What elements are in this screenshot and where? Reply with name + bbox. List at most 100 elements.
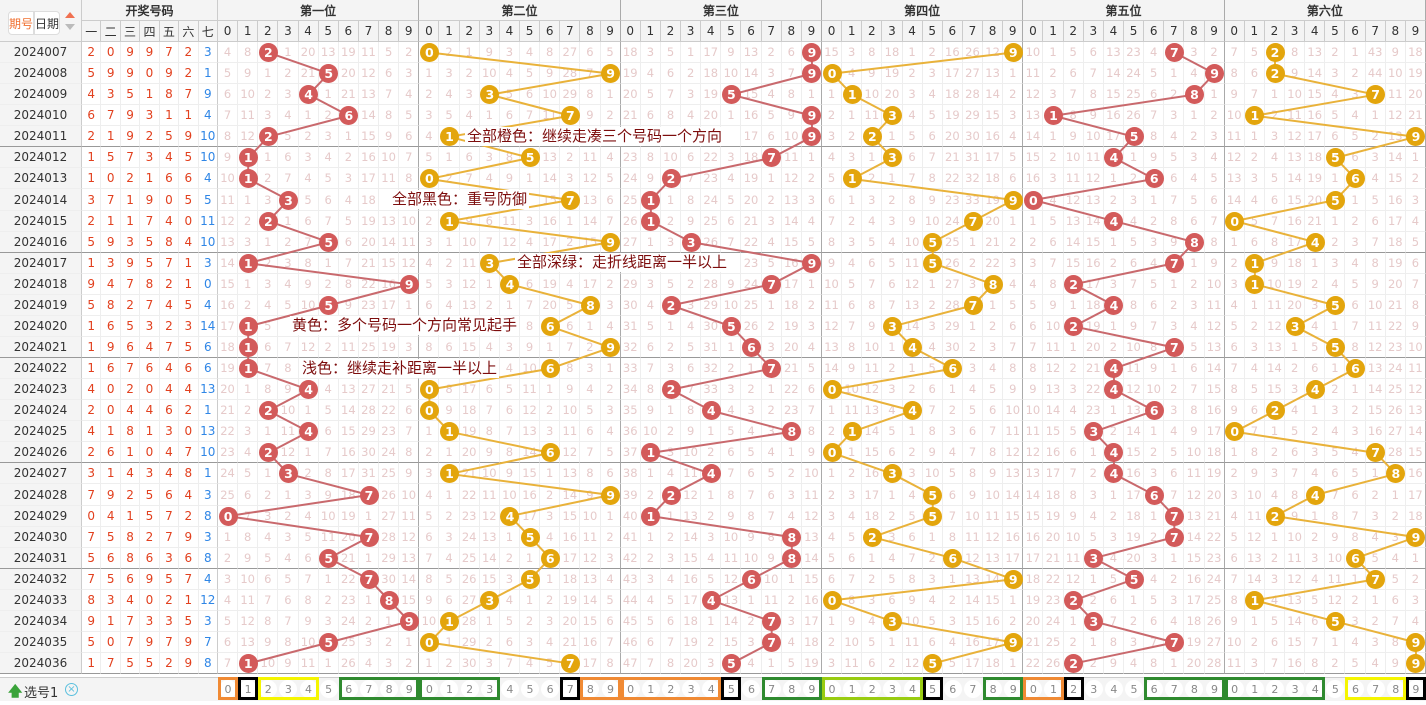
footer-group-box bbox=[1023, 677, 1064, 700]
omission-cell: 18 bbox=[942, 84, 963, 106]
hit-ball: 9 bbox=[1003, 190, 1023, 210]
omission-cell: 11 bbox=[1023, 63, 1044, 85]
hit-ball: 8 bbox=[1184, 232, 1204, 252]
omission-cell: 7 bbox=[278, 168, 299, 190]
omission-cell: 23 bbox=[620, 147, 641, 169]
hit-ball: 5 bbox=[1124, 127, 1144, 147]
hit-ball: 9 bbox=[1003, 43, 1023, 63]
trend-line-segment bbox=[1093, 536, 1175, 560]
omission-cell: 8 bbox=[640, 147, 661, 169]
omission-cell: 8 bbox=[660, 105, 682, 127]
trend-line-segment bbox=[247, 641, 329, 665]
omission-cell: 26 bbox=[1124, 105, 1145, 127]
draw-col-header: 二 bbox=[101, 21, 121, 42]
omission-cell: 6 bbox=[459, 147, 480, 169]
hit-ball: 6 bbox=[1144, 401, 1164, 421]
hit-ball: 9 bbox=[601, 338, 621, 357]
trend-line-segment bbox=[1254, 114, 1417, 138]
omission-cell: 14 bbox=[1285, 168, 1306, 190]
omission-cell: 8 bbox=[1144, 126, 1165, 148]
trend-line-segment bbox=[1254, 599, 1336, 623]
omission-cell: 11 bbox=[379, 168, 400, 190]
omission-cell: 4 bbox=[459, 105, 480, 127]
trend-line-segment bbox=[1033, 177, 1155, 202]
draw-number: 8 bbox=[159, 84, 180, 106]
omission-cell: 4 bbox=[842, 63, 863, 85]
hit-ball: 9 bbox=[1205, 64, 1225, 84]
hit-ball: 1 bbox=[238, 359, 258, 379]
omission-cell: 1 bbox=[822, 84, 843, 106]
omission-cell: 19 bbox=[1305, 168, 1326, 190]
digit-col-header: 3 bbox=[1285, 21, 1306, 42]
digit-col-header: 6 bbox=[942, 21, 963, 42]
omission-cell: 5 bbox=[278, 126, 299, 148]
hit-ball: 0 bbox=[218, 506, 238, 526]
trend-line-segment bbox=[247, 241, 329, 265]
omission-cell: 1 bbox=[801, 147, 822, 169]
omission-cell: 5 bbox=[600, 168, 621, 190]
footer-digit-select[interactable]: 6 bbox=[541, 680, 560, 698]
sort-by-issue-button[interactable]: 期号 bbox=[8, 11, 34, 35]
footer-digit-select[interactable]: 6 bbox=[943, 680, 962, 698]
omission-cell: 8 bbox=[499, 147, 520, 169]
hit-ball: 6 bbox=[943, 548, 963, 568]
draw-sum: 1 bbox=[198, 63, 218, 85]
omission-cell: 1 bbox=[419, 63, 440, 85]
omission-cell: 5 bbox=[640, 84, 661, 106]
footer-group-box bbox=[1224, 677, 1326, 700]
sort-by-date-button[interactable]: 日期 bbox=[34, 11, 60, 35]
hit-ball: 5 bbox=[319, 548, 339, 568]
footer-digit-select[interactable]: 5 bbox=[521, 680, 539, 698]
omission-cell: 2 bbox=[681, 63, 702, 85]
sort-asc-icon[interactable] bbox=[65, 12, 75, 18]
footer-digit-select[interactable]: 4 bbox=[500, 680, 519, 698]
hit-ball: 2 bbox=[258, 43, 278, 63]
sort-desc-icon[interactable] bbox=[65, 24, 75, 30]
trend-line-segment bbox=[1234, 199, 1336, 223]
footer-digit-select[interactable]: 5 bbox=[1125, 680, 1143, 698]
omission-cell: 4 bbox=[218, 42, 239, 64]
hit-ball: 9 bbox=[1003, 569, 1023, 589]
omission-cell: 1 bbox=[1264, 84, 1286, 106]
hit-ball: 5 bbox=[1325, 190, 1345, 210]
omission-cell: 12 bbox=[1385, 105, 1406, 127]
digit-col-header: 4 bbox=[902, 21, 923, 42]
omission-cell: 16 bbox=[942, 42, 963, 64]
trend-line-segment bbox=[429, 51, 611, 75]
omission-cell: 11 bbox=[358, 42, 380, 64]
footer-digit-select[interactable]: 3 bbox=[1084, 680, 1103, 698]
omission-cell: 4 bbox=[1325, 84, 1346, 106]
draw-number: 1 bbox=[120, 189, 141, 211]
hit-ball: 0 bbox=[419, 380, 439, 400]
omission-cell: 3 bbox=[318, 126, 339, 148]
omission-cell: 11 bbox=[862, 105, 883, 127]
digit-col-header: 5 bbox=[1325, 21, 1346, 42]
footer-digit-select[interactable]: 4 bbox=[1104, 680, 1123, 698]
omission-cell: 15 bbox=[358, 126, 380, 148]
omission-cell: 11 bbox=[1083, 147, 1104, 169]
footer-digit-select[interactable]: 7 bbox=[963, 680, 982, 698]
draw-number: 9 bbox=[140, 42, 160, 64]
omission-cell: 8 bbox=[238, 42, 259, 64]
omission-cell: 22 bbox=[942, 168, 963, 190]
footer-digit-select[interactable]: 5 bbox=[319, 680, 338, 698]
hit-ball: 1 bbox=[238, 253, 258, 273]
hit-ball: 1 bbox=[440, 127, 460, 147]
omission-cell: 4 bbox=[499, 63, 520, 85]
omission-cell: 31 bbox=[962, 147, 984, 169]
omission-cell: 5 bbox=[1244, 42, 1265, 64]
omission-cell: 2 bbox=[1043, 63, 1064, 85]
trend-line-segment bbox=[831, 51, 1014, 75]
omission-cell: 4 bbox=[822, 147, 843, 169]
digit-col-header: 8 bbox=[379, 21, 400, 42]
omission-cell: 7 bbox=[922, 147, 943, 169]
omission-cell: 2 bbox=[761, 42, 782, 64]
omission-cell: 2 bbox=[298, 126, 319, 148]
omission-cell: 3 bbox=[1043, 168, 1064, 190]
hit-ball: 5 bbox=[520, 148, 540, 168]
omission-cell: 13 bbox=[1305, 42, 1326, 64]
omission-cell: 1 bbox=[1103, 168, 1124, 190]
hit-ball: 7 bbox=[560, 106, 580, 126]
digit-col-header: 5 bbox=[721, 21, 742, 42]
trend-line-segment bbox=[227, 494, 370, 518]
